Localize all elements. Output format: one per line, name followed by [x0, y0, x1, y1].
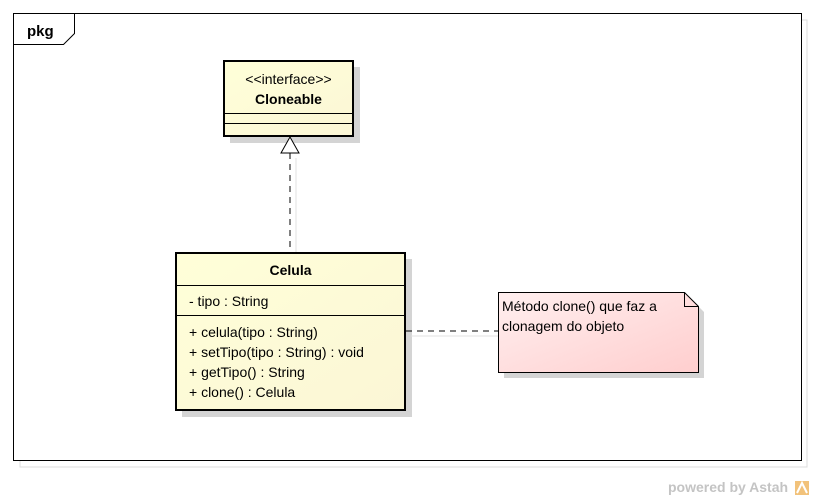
realization-arrowhead-icon	[280, 135, 300, 154]
interface-stereotype: <<interface>>	[245, 71, 331, 87]
note-fold-corner-icon	[684, 292, 699, 307]
interface-class-box[interactable]: <<interface>> Cloneable	[223, 60, 360, 143]
note-anchor-connector[interactable]	[406, 330, 507, 337]
note-text-line: Método clone() que faz a	[502, 298, 657, 314]
package-frame-tab	[13, 13, 75, 45]
celula-operation: + clone() : Celula	[189, 384, 295, 400]
note-body[interactable]	[498, 292, 699, 373]
celula-class-box[interactable]: Celula - tipo : String + celula(tipo : S…	[175, 252, 412, 417]
celula-class-name: Celula	[269, 262, 311, 278]
celula-attribute: - tipo : String	[189, 293, 268, 309]
realization-connector[interactable]	[280, 135, 300, 258]
package-frame-label[interactable]: pkg	[27, 23, 54, 40]
celula-class-body[interactable]	[175, 252, 406, 411]
note-text-line: clonagem do objeto	[502, 318, 624, 334]
celula-operation: + celula(tipo : String)	[189, 324, 318, 340]
note-box[interactable]: Método clone() que faz a clonagem do obj…	[498, 292, 705, 379]
powered-by-watermark: powered by Astah	[668, 479, 789, 495]
celula-operation: + setTipo(tipo : String) : void	[189, 344, 364, 360]
celula-operation: + getTipo() : String	[189, 364, 305, 380]
interface-name: Cloneable	[255, 91, 322, 107]
astah-logo-icon	[795, 480, 809, 495]
